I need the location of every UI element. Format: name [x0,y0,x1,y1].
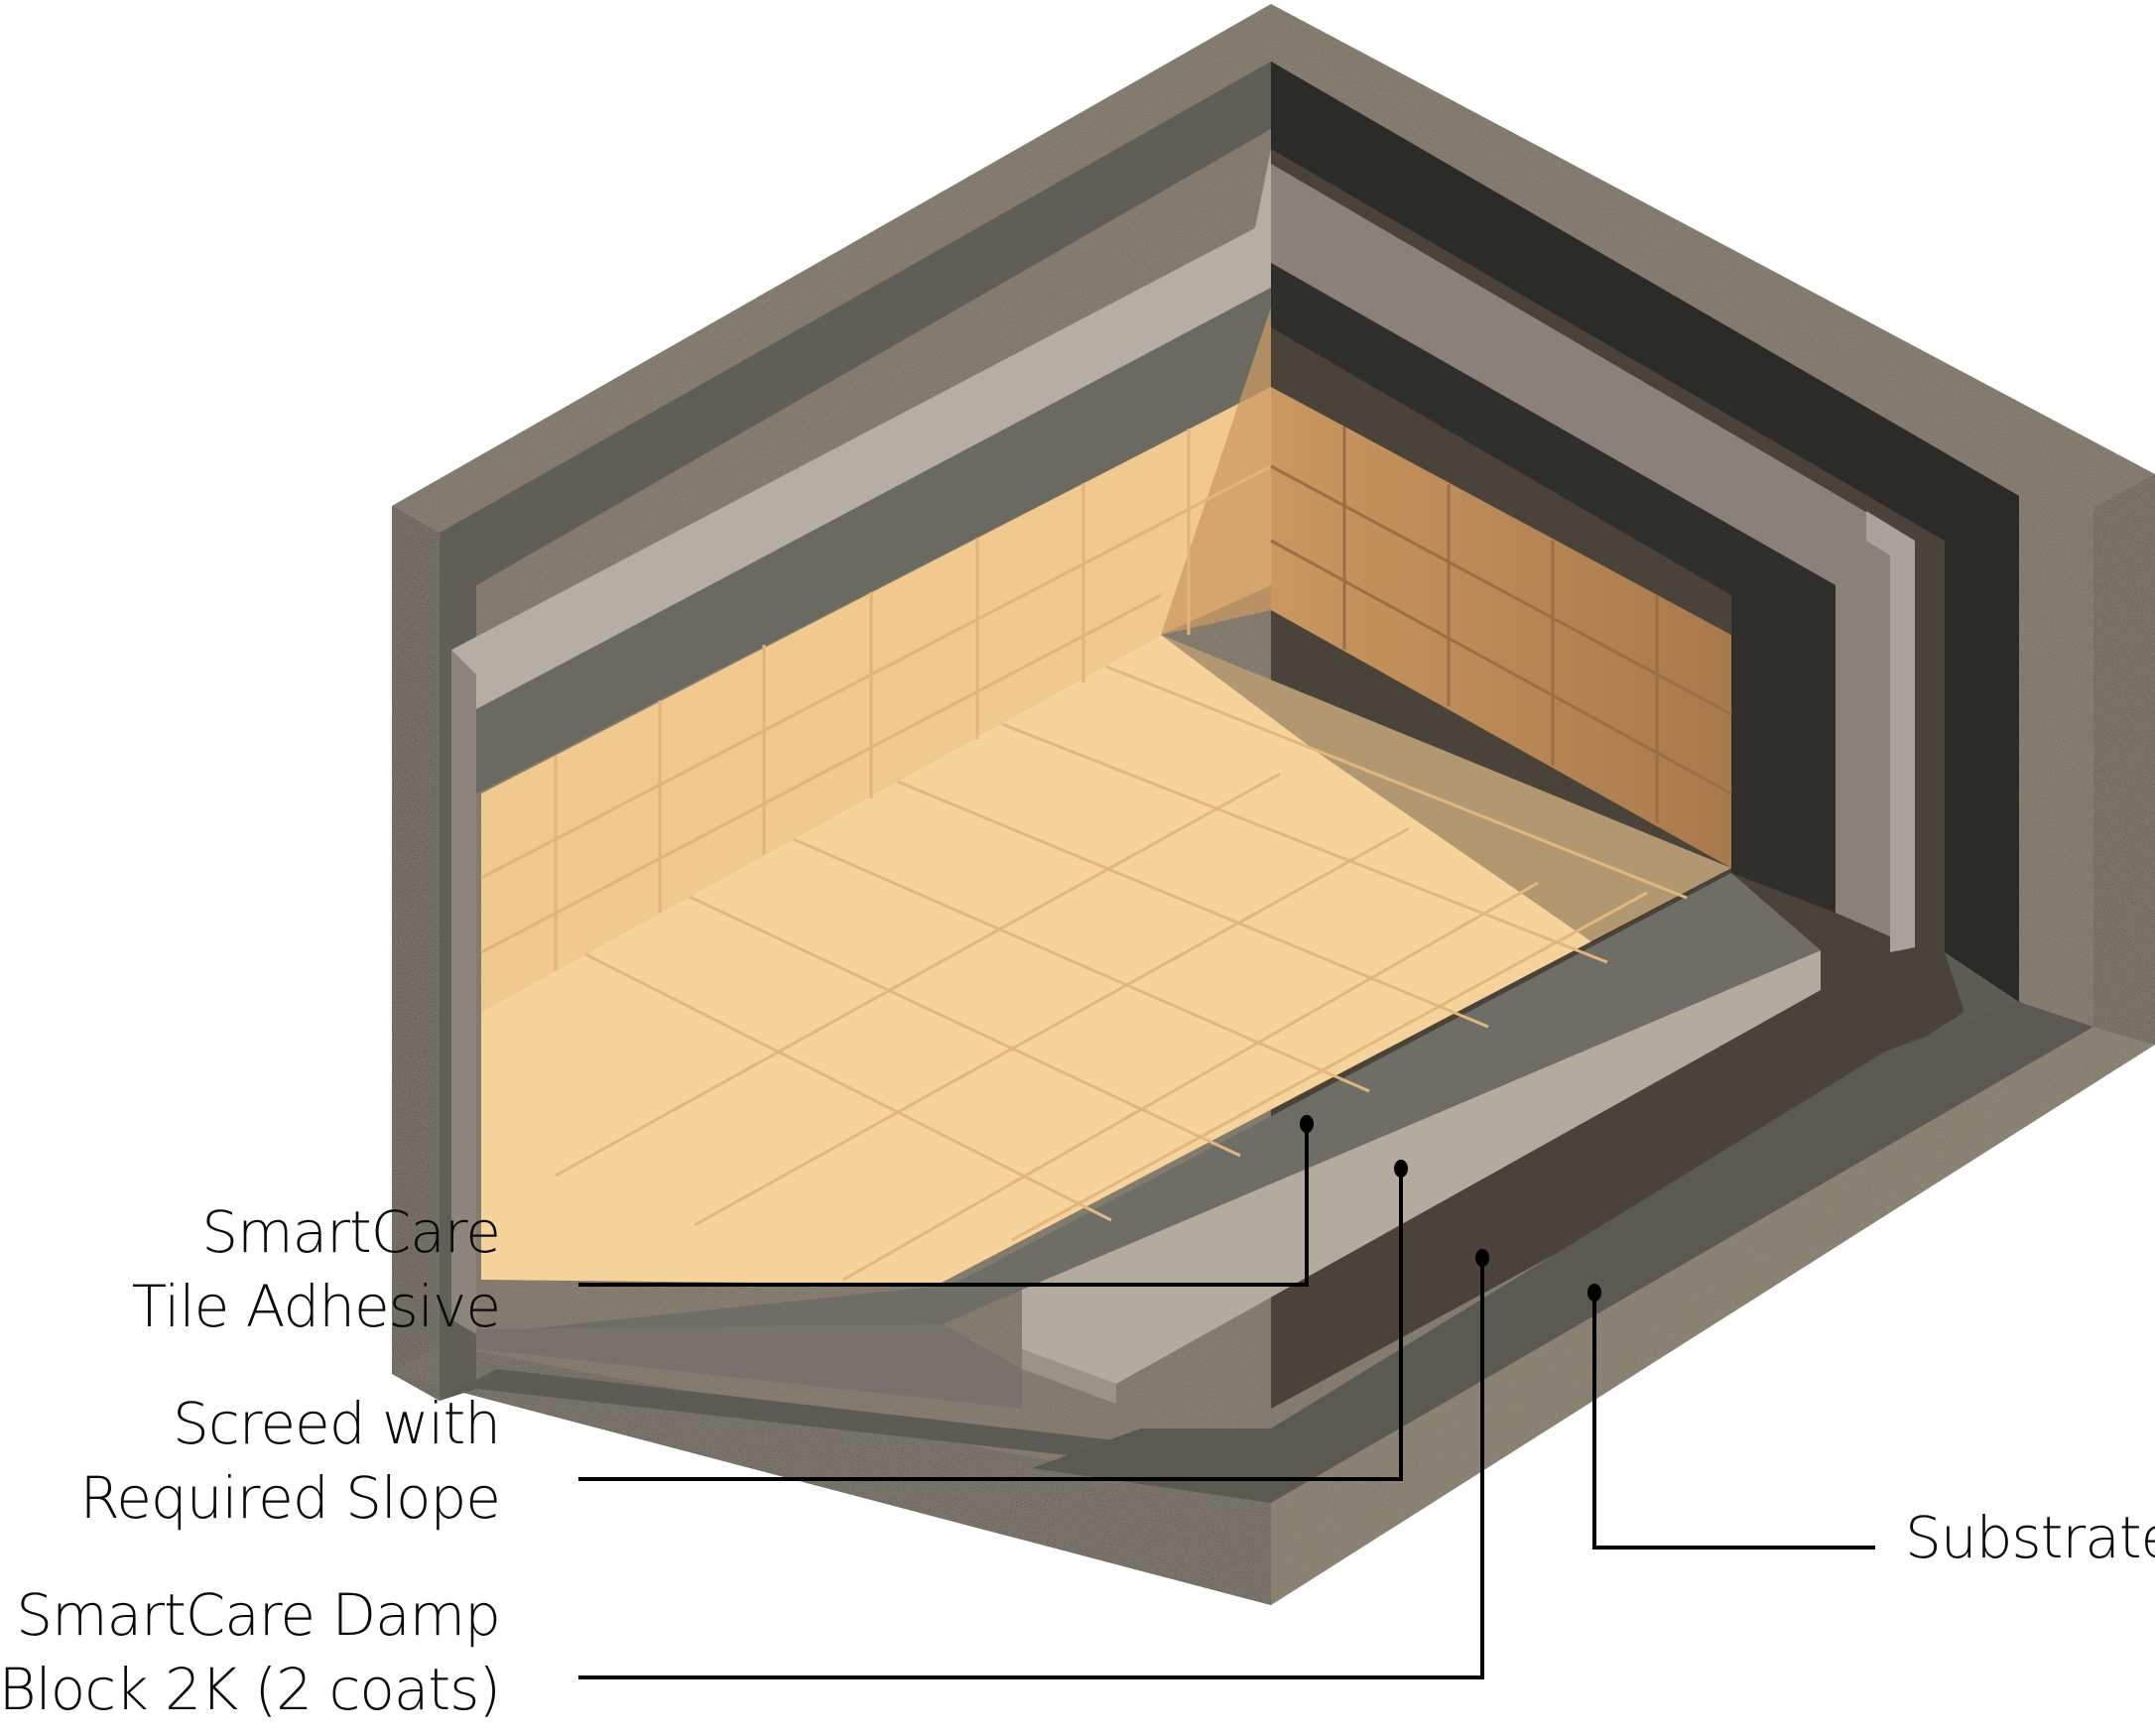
screed-right-wall-edge [1866,511,1915,952]
dot-damp-block [1475,1249,1489,1267]
dot-screed [1394,1160,1408,1178]
adhesive-left-wall [476,288,1271,794]
tile-wall-left [481,387,1271,1012]
tile-adhesive-layer [476,263,1836,1409]
label-screed-line1: Screed with [173,1390,501,1457]
adhesive-floor [476,873,1821,1339]
leader-lines [578,1124,1875,1679]
grout-floor [555,665,1688,1282]
damp-block-left-wall [440,62,1271,1401]
label-damp-block-line1: SmartCare Damp [16,1581,501,1649]
label-tile-adhesive-line1: SmartCare [201,1198,501,1266]
substrate-front-left-face [392,1344,1271,1605]
leader-damp-block [578,1258,1484,1679]
screed-left-wall-front [451,650,476,1334]
label-tile-adhesive-line2: Tile Adhesive [131,1273,501,1340]
label-tile-adhesive: SmartCare Tile Adhesive [131,1195,501,1344]
tile-floor [481,635,1731,1285]
adhesive-right-wall [1271,263,1836,913]
label-damp-block: SmartCare Damp Block 2K (2 coats) [0,1578,501,1727]
screed-floor-strip [1022,950,1821,1384]
tile-wall-right [1271,387,1731,868]
tile-layer [480,308,1732,1285]
leader-substrate [1592,1293,1875,1550]
label-screed-line2: Required Slope [79,1464,501,1532]
damp-block-layer [440,62,2093,1503]
label-screed: Screed with Required Slope [80,1387,501,1536]
screed-left-wall-top [451,149,1271,709]
dot-tile-adhesive [1300,1115,1314,1133]
screed-floor-strip-edge [1022,1349,1116,1404]
adhesive-floor-front-left [476,1324,1022,1409]
label-damp-block-line2: Block 2K (2 coats) [0,1656,501,1723]
damp-block-floor-front [1032,1002,2093,1503]
leader-dots [1300,1115,1601,1302]
substrate-left-face [392,506,440,1401]
leader-tile-adhesive [578,1124,1309,1287]
label-substrate-line1: Substrate [1905,1504,2155,1571]
screed-layer [451,149,1915,1404]
floor-shadow [1161,635,1731,942]
substrate-right-face [2093,474,2155,1045]
damp-block-right-wall-solid [1271,62,2019,1002]
leader-screed [578,1169,1403,1481]
dot-substrate [1587,1284,1601,1302]
substrate-front-right-face [1271,1027,2155,1605]
grout-left-wall [480,429,1272,970]
label-substrate: Substrate [1905,1501,2155,1575]
grout-right-wall [1270,427,1732,823]
screed-right-wall [1271,164,1915,947]
